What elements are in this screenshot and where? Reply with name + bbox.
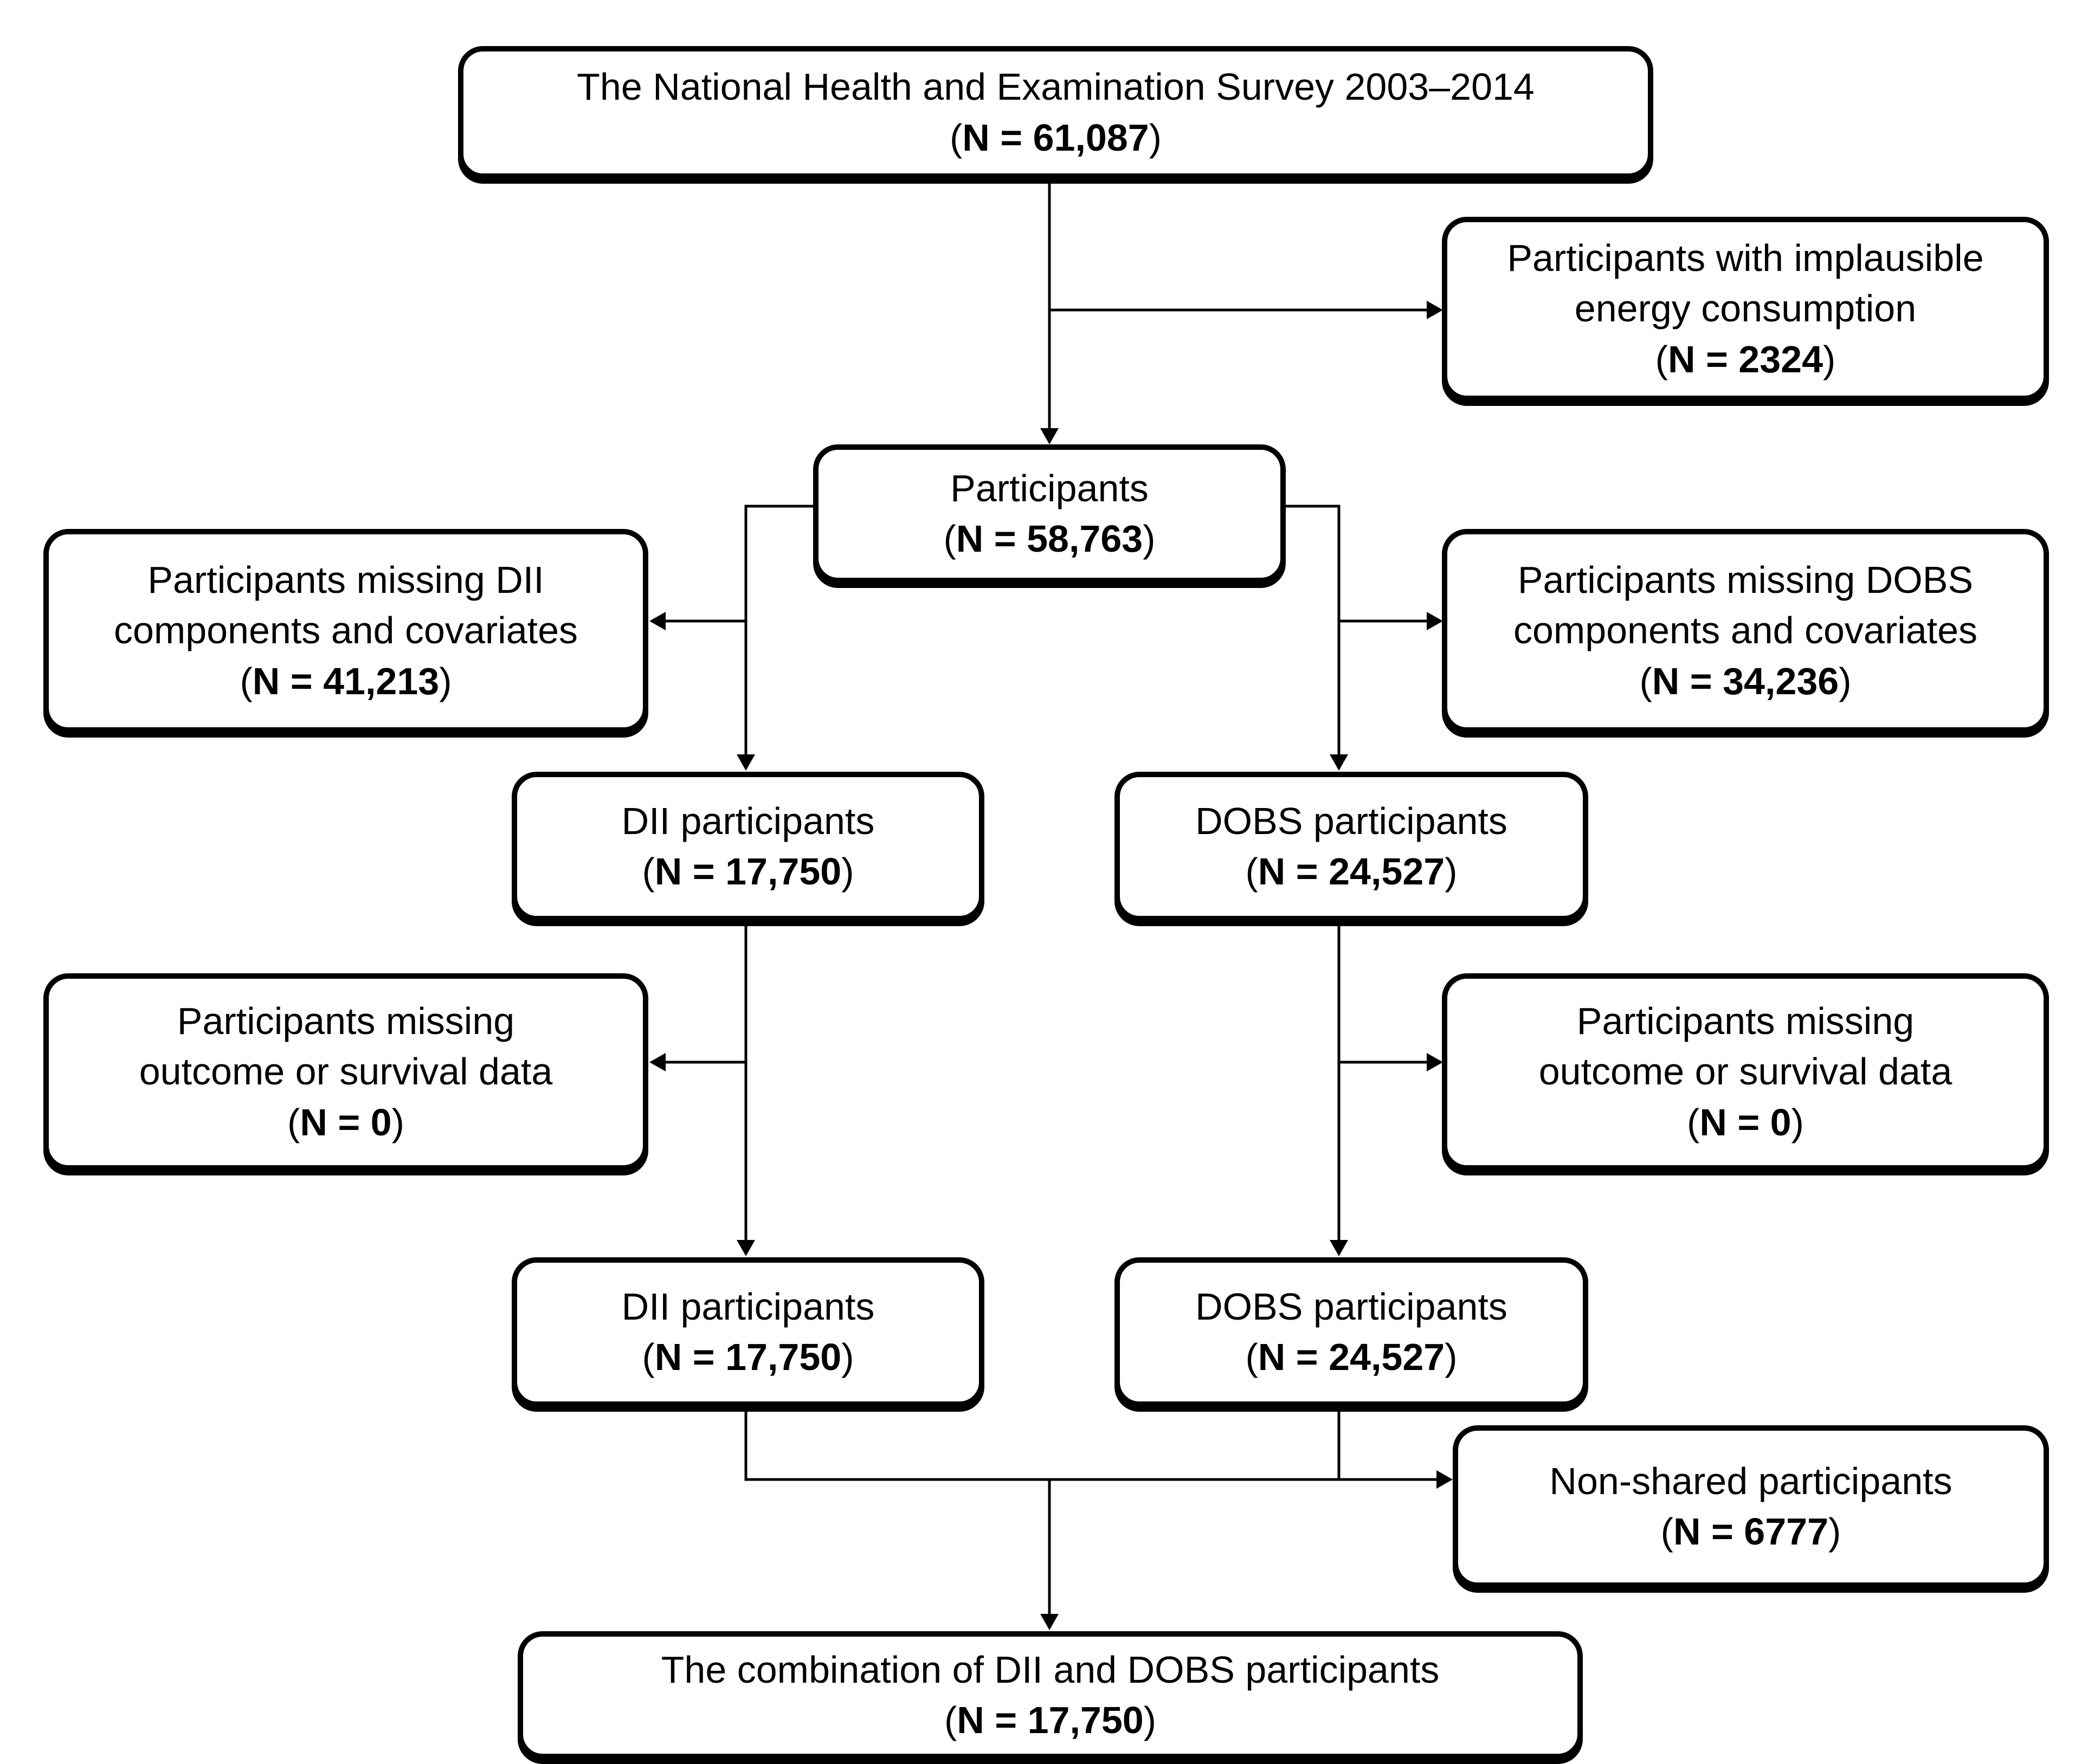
node-nhanes: The National Health and Examination Surv… bbox=[458, 46, 1653, 179]
node-missing-dobs: Participants missing DOBS components and… bbox=[1442, 529, 2049, 733]
paren-close: ) bbox=[1791, 1101, 1804, 1143]
paren-close: ) bbox=[1143, 518, 1156, 560]
node-n-value: (N = 17,750) bbox=[642, 847, 854, 897]
connector-merge-to-non-shared bbox=[744, 1407, 1453, 1489]
node-label: DOBS participants bbox=[1195, 1285, 1507, 1328]
node-label: DOBS participants bbox=[1195, 799, 1507, 842]
node-dobs-participants-2: DOBS participants (N = 24,527) bbox=[1114, 1257, 1588, 1407]
paren-close: ) bbox=[841, 1336, 854, 1378]
n-bold: N = 61,087 bbox=[962, 116, 1149, 159]
connector-nhanes-to-participants bbox=[1040, 179, 1059, 444]
paren-open: ( bbox=[949, 116, 963, 159]
node-label: Participants missing outcome or survival… bbox=[139, 1000, 553, 1093]
node-n-value: (N = 17,750) bbox=[642, 1332, 854, 1382]
n-bold: N = 0 bbox=[1699, 1101, 1792, 1143]
paren-close: ) bbox=[1445, 850, 1458, 893]
node-participants: Participants (N = 58,763) bbox=[813, 444, 1286, 583]
node-label: Non-shared participants bbox=[1549, 1459, 1952, 1502]
node-label: Participants missing outcome or survival… bbox=[1538, 1000, 1952, 1093]
n-bold: N = 24,527 bbox=[1258, 850, 1445, 893]
connector-dobs1-to-missing-outcome bbox=[1339, 1053, 1443, 1071]
node-label: The combination of DII and DOBS particip… bbox=[661, 1648, 1440, 1691]
n-bold: N = 58,763 bbox=[956, 518, 1143, 560]
node-n-value: (N = 17,750) bbox=[944, 1695, 1156, 1746]
paren-open: ( bbox=[943, 518, 956, 560]
connector-merge-to-combination bbox=[1040, 1479, 1059, 1630]
node-label: Participants missing DII components and … bbox=[113, 559, 578, 652]
connector-participants-to-dii1 bbox=[737, 505, 813, 771]
n-bold: N = 34,236 bbox=[1652, 660, 1839, 702]
node-n-value: (N = 24,527) bbox=[1245, 847, 1457, 897]
node-dobs-participants-1: DOBS participants (N = 24,527) bbox=[1114, 772, 1588, 921]
node-label: Participants missing DOBS components and… bbox=[1513, 559, 1978, 652]
paren-close: ) bbox=[1823, 338, 1836, 380]
paren-open: ( bbox=[1655, 338, 1668, 380]
paren-close: ) bbox=[439, 660, 452, 702]
node-n-value: (N = 0) bbox=[287, 1097, 404, 1148]
paren-close: ) bbox=[1828, 1510, 1841, 1553]
node-dii-participants-1: DII participants (N = 17,750) bbox=[512, 772, 984, 921]
node-n-value: (N = 61,087) bbox=[950, 113, 1162, 163]
node-label: Participants bbox=[950, 467, 1149, 509]
node-non-shared: Non-shared participants (N = 6777) bbox=[1453, 1425, 2049, 1588]
node-label: The National Health and Examination Surv… bbox=[577, 66, 1535, 108]
connector-participants-to-dobs1 bbox=[1285, 505, 1348, 771]
connector-nhanes-to-implausible bbox=[1049, 301, 1443, 319]
paren-open: ( bbox=[1639, 660, 1652, 702]
node-n-value: (N = 34,236) bbox=[1639, 656, 1851, 707]
paren-close: ) bbox=[1839, 660, 1852, 702]
node-n-value: (N = 41,213) bbox=[240, 656, 452, 707]
connector-dii1-to-dii2 bbox=[737, 921, 755, 1256]
n-bold: N = 6777 bbox=[1673, 1510, 1829, 1553]
node-combination: The combination of DII and DOBS particip… bbox=[518, 1631, 1583, 1759]
paren-close: ) bbox=[1445, 1336, 1458, 1378]
paren-open: ( bbox=[944, 1699, 957, 1741]
node-n-value: (N = 2324) bbox=[1655, 334, 1836, 385]
node-n-value: (N = 6777) bbox=[1661, 1507, 1841, 1557]
connector-dobs1-to-dobs2 bbox=[1330, 921, 1348, 1256]
connector-participants-to-missing-dobs bbox=[1339, 612, 1443, 630]
paren-open: ( bbox=[287, 1101, 300, 1143]
node-missing-outcome-dii: Participants missing outcome or survival… bbox=[43, 973, 648, 1171]
paren-close: ) bbox=[841, 850, 854, 893]
node-label: DII participants bbox=[621, 1285, 875, 1328]
node-label: DII participants bbox=[621, 799, 875, 842]
paren-close: ) bbox=[391, 1101, 404, 1143]
node-dii-participants-2: DII participants (N = 17,750) bbox=[512, 1257, 984, 1407]
paren-open: ( bbox=[642, 1336, 655, 1378]
paren-open: ( bbox=[240, 660, 253, 702]
node-missing-outcome-dobs: Participants missing outcome or survival… bbox=[1442, 973, 2049, 1171]
node-n-value: (N = 58,763) bbox=[943, 514, 1155, 564]
n-bold: N = 0 bbox=[300, 1101, 392, 1143]
node-missing-dii: Participants missing DII components and … bbox=[43, 529, 648, 733]
n-bold: N = 17,750 bbox=[654, 850, 842, 893]
n-bold: N = 17,750 bbox=[654, 1336, 842, 1378]
node-n-value: (N = 24,527) bbox=[1245, 1332, 1457, 1382]
n-bold: N = 41,213 bbox=[252, 660, 440, 702]
paren-close: ) bbox=[1149, 116, 1162, 159]
paren-open: ( bbox=[1245, 1336, 1258, 1378]
n-bold: N = 17,750 bbox=[957, 1699, 1144, 1741]
n-bold: N = 2324 bbox=[1667, 338, 1823, 380]
paren-open: ( bbox=[642, 850, 655, 893]
node-implausible-energy: Participants with implausible energy con… bbox=[1442, 217, 2049, 401]
connector-dii1-to-missing-outcome bbox=[649, 1053, 746, 1071]
paren-open: ( bbox=[1660, 1510, 1673, 1553]
node-n-value: (N = 0) bbox=[1687, 1097, 1804, 1148]
paren-open: ( bbox=[1245, 850, 1258, 893]
node-label: Participants with implausible energy con… bbox=[1507, 237, 1984, 330]
paren-open: ( bbox=[1687, 1101, 1700, 1143]
n-bold: N = 24,527 bbox=[1258, 1336, 1445, 1378]
paren-close: ) bbox=[1143, 1699, 1157, 1741]
connector-participants-to-missing-dii bbox=[649, 612, 746, 630]
